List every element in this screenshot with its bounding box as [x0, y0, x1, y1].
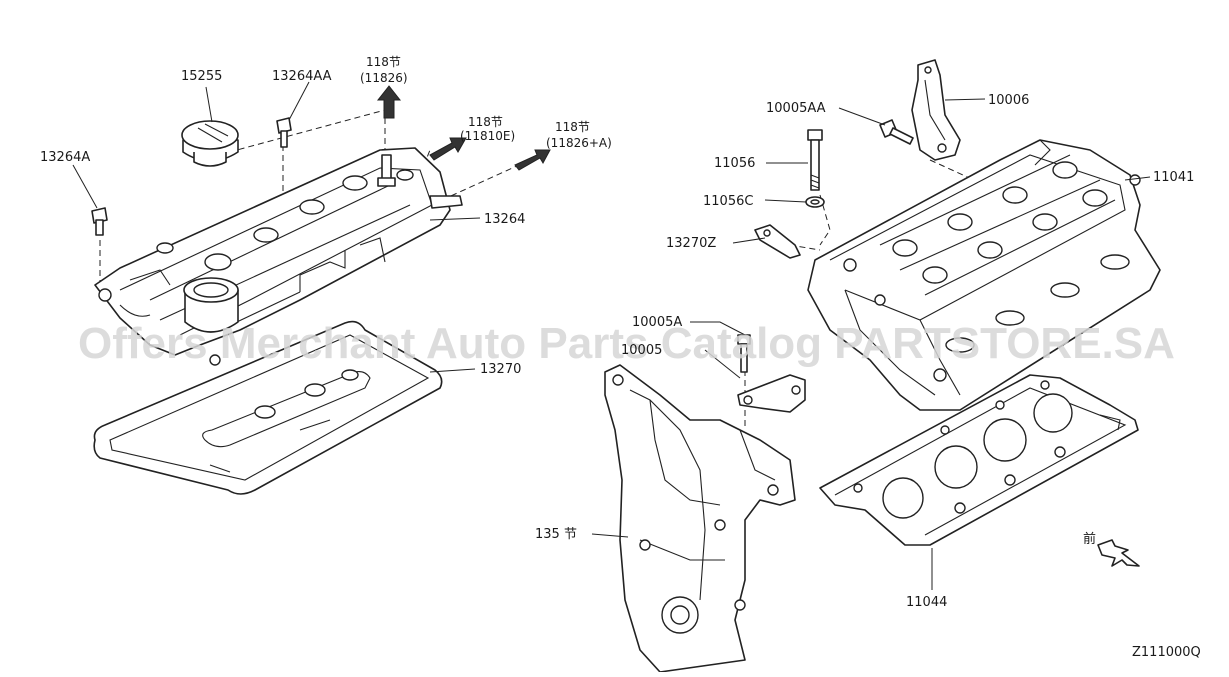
label-15255[interactable]: 15255: [181, 69, 222, 84]
lifting-bracket-10006[interactable]: [911, 59, 961, 161]
right-leaders: [591, 98, 1151, 590]
bolt-10005aa[interactable]: [879, 119, 914, 145]
plate-13270z[interactable]: [754, 224, 801, 259]
timing-cover[interactable]: [604, 364, 796, 673]
label-118-a[interactable]: 118节: [366, 55, 401, 69]
head-bolt-11056[interactable]: [807, 129, 823, 191]
label-11041[interactable]: 11041: [1153, 170, 1194, 185]
rocker-cover[interactable]: [94, 147, 463, 366]
label-118-c[interactable]: 118节: [555, 120, 590, 134]
bolt-13264aa[interactable]: [276, 117, 292, 148]
watermark: Offers Merchant Auto Parts Catalog PARTS…: [78, 319, 1175, 368]
label-11056[interactable]: 11056: [714, 156, 755, 171]
label-11056c[interactable]: 11056C: [703, 194, 753, 209]
label-11044[interactable]: 11044: [906, 595, 947, 610]
left-leaders: [72, 81, 481, 373]
label-13270z[interactable]: 13270Z: [666, 236, 716, 251]
label-13264[interactable]: 13264: [484, 212, 525, 227]
diagram-code: Z111000Q: [1132, 645, 1201, 660]
label-10005a[interactable]: 10005A: [632, 315, 682, 330]
label-118-a-ref[interactable]: (11826): [360, 71, 408, 85]
label-13264aa[interactable]: 13264AA: [272, 69, 332, 84]
label-118-b[interactable]: 118节: [468, 115, 503, 129]
label-10005[interactable]: 10005: [621, 343, 662, 358]
label-118-c-ref[interactable]: (11826+A): [546, 136, 612, 150]
label-13264a[interactable]: 13264A: [40, 150, 90, 165]
ref-arrows: [376, 85, 551, 171]
rocker-gasket[interactable]: [93, 320, 443, 495]
head-gasket[interactable]: [819, 374, 1139, 546]
front-arrow-icon: [1097, 539, 1140, 567]
label-front: 前: [1083, 531, 1096, 547]
label-10006[interactable]: 10006: [988, 93, 1029, 108]
bracket-10005a[interactable]: [737, 334, 806, 413]
labels: 15255 13264AA 13264A 118节 (11826) 118节 (…: [40, 55, 1201, 660]
pcv-stud[interactable]: [377, 154, 396, 187]
oil-filler-cap[interactable]: [181, 120, 239, 167]
bolt-13264a[interactable]: [91, 207, 108, 236]
washer-11056c[interactable]: [805, 196, 825, 208]
label-10005aa[interactable]: 10005AA: [766, 101, 826, 116]
cylinder-head[interactable]: [807, 139, 1161, 411]
label-118-b-ref[interactable]: (11810E): [460, 129, 515, 143]
label-13270[interactable]: 13270: [480, 362, 521, 377]
label-135[interactable]: 135 节: [535, 527, 577, 542]
